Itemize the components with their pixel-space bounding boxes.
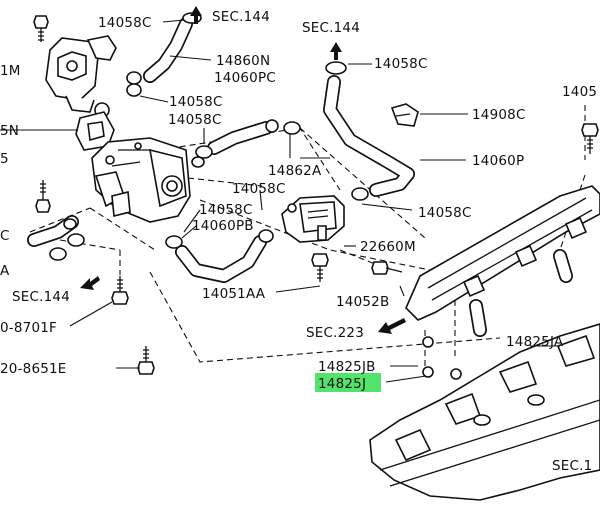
arrow-sec144-right: [330, 42, 342, 60]
label-cut-5: 5: [0, 151, 9, 167]
label-cut-a: A: [0, 263, 10, 279]
bolt-left-2: [111, 276, 129, 305]
arrow-sec223: [378, 318, 406, 334]
label-sec1-bottom: SEC.1: [552, 458, 592, 474]
arrow-sec144-left: [80, 276, 100, 290]
bolt-14051aa: [311, 253, 329, 282]
label-14058c-b: 14058C: [169, 94, 223, 110]
egr-valve-top: [33, 15, 117, 131]
label-14058c-e: 14058C: [199, 202, 253, 218]
leader-lines: [0, 19, 560, 383]
callout-labels: 14058C SEC.144 14860N 14060PC 14058C 140…: [0, 9, 597, 474]
label-14058c-a: 14058C: [98, 15, 152, 31]
label-cut-1m: 1M: [0, 63, 21, 79]
hose-14860n: [126, 12, 202, 97]
clamp-14908c: [390, 103, 419, 127]
label-14051aa: 14051AA: [202, 286, 266, 302]
label-sec144-top: SEC.144: [212, 9, 270, 25]
label-14058c-d: 14058C: [232, 181, 286, 197]
label-14052b: 14052B: [336, 294, 389, 310]
bolt-14052b: [371, 261, 403, 275]
label-sec144-right: SEC.144: [302, 20, 360, 36]
hose-14060pc: [191, 119, 301, 168]
label-14825j: 14825J: [318, 376, 366, 392]
highlight-box: [315, 373, 381, 392]
label-8651e: 20-8651E: [0, 361, 67, 377]
egr-tube-rail: [405, 185, 600, 380]
label-14825jb: 14825JB: [318, 359, 376, 375]
bolt-left-1: [35, 180, 51, 213]
label-sec144-left: SEC.144: [12, 289, 70, 305]
solenoid-22660m: [281, 195, 345, 243]
label-14060pb: 14060PB: [192, 218, 254, 234]
small-hose-left: [27, 215, 85, 261]
hose-14060pb: [165, 229, 274, 283]
label-14058c-c: 14058C: [168, 112, 222, 128]
label-sec223: SEC.223: [306, 325, 364, 341]
egr-valve-main: [91, 137, 191, 223]
arrow-sec144-top: [190, 6, 202, 24]
label-cut-5n: 5N: [0, 123, 19, 139]
label-8701f: 0-8701F: [0, 320, 57, 336]
bolt-left-3: [137, 346, 155, 375]
label-14860n: 14860N: [216, 53, 270, 69]
bolt-right-top: [581, 123, 599, 154]
label-14058c-right: 14058C: [374, 56, 428, 72]
label-14060pc: 14060PC: [214, 70, 276, 86]
label-cut-c: C: [0, 228, 10, 244]
label-14908c: 14908C: [472, 107, 526, 123]
hose-14060p: [323, 61, 415, 201]
label-22660m: 22660M: [360, 239, 416, 255]
label-cut-1405: 1405: [562, 84, 597, 100]
label-14058c-f: 14058C: [418, 205, 472, 221]
label-14825ja: 14825JA: [506, 334, 564, 350]
intake-manifold: [369, 323, 600, 501]
label-14060p: 14060P: [472, 153, 524, 169]
label-14862a: 14862A: [268, 163, 322, 179]
